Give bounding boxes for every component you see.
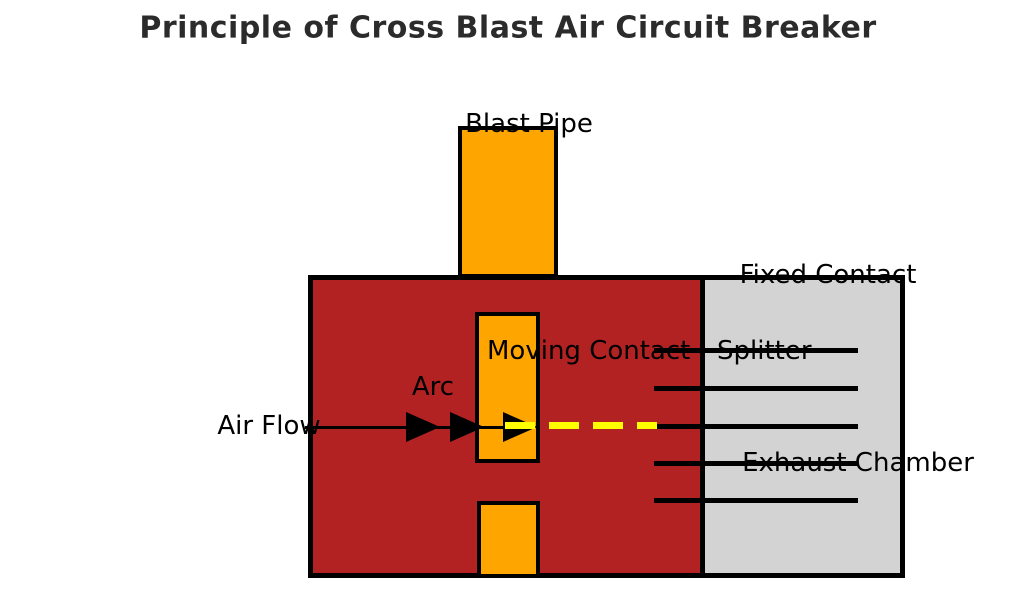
blast-pipe-shape bbox=[458, 126, 558, 278]
arc-label: Arc bbox=[411, 372, 455, 402]
splitter-plate bbox=[654, 386, 858, 391]
fixed-contact-label: Fixed Contact bbox=[739, 260, 917, 290]
splitter-plate bbox=[654, 424, 858, 429]
air-flow-label: Air Flow bbox=[217, 411, 321, 441]
blast-pipe-label: Blast Pipe bbox=[465, 109, 593, 139]
splitter-label: Splitter bbox=[717, 336, 812, 366]
fixed-contact-shape bbox=[477, 501, 540, 578]
splitter-plate bbox=[654, 348, 858, 353]
arc-dashed-line bbox=[505, 422, 657, 429]
exhaust-chamber-label: Exhaust Chamber bbox=[742, 448, 974, 478]
splitter-plate bbox=[654, 461, 858, 466]
splitter-plate bbox=[654, 498, 858, 503]
moving-contact-label: Moving Contact bbox=[487, 336, 691, 366]
airflow-arrowhead-icon bbox=[450, 412, 484, 442]
airflow-arrowhead-icon bbox=[406, 412, 440, 442]
figure-title: Principle of Cross Blast Air Circuit Bre… bbox=[139, 10, 877, 46]
